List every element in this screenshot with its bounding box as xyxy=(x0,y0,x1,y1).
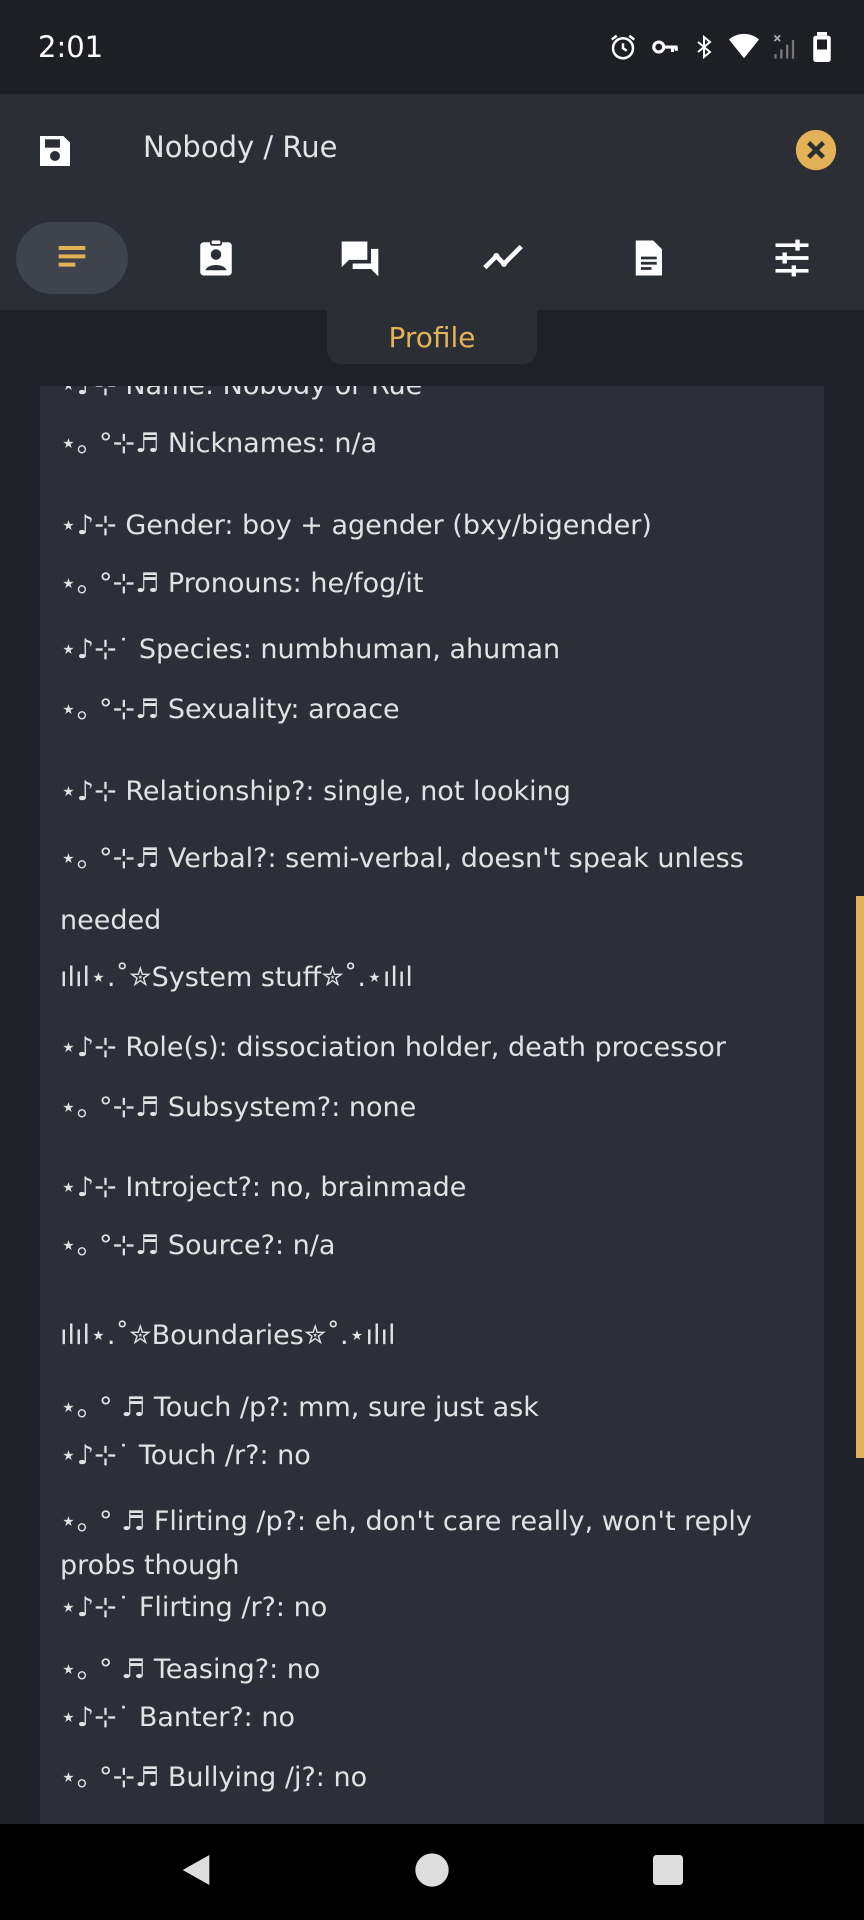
app-bar: Nobody / Rue xyxy=(0,94,864,206)
save-icon xyxy=(40,136,70,166)
status-bar: 2:01 xyxy=(0,0,864,94)
cell-signal-icon xyxy=(773,34,795,59)
save-button[interactable] xyxy=(30,126,80,176)
profile-line: ⋆♪⊹ Relationship?: single, not looking xyxy=(60,776,571,807)
home-button[interactable] xyxy=(412,1848,452,1897)
lines-icon xyxy=(58,246,86,267)
profile-line: ⋆♪⊹ Gender: boy + agender (bxy/bigender) xyxy=(60,510,652,541)
status-icons xyxy=(608,32,832,62)
profile-line: ⋆♪⊹ Name: Nobody or Rue xyxy=(60,386,804,408)
system-nav-bar xyxy=(0,1824,864,1920)
chat-icon xyxy=(341,241,379,277)
close-icon xyxy=(795,129,837,171)
key-icon xyxy=(652,40,678,54)
profile-line: ⋆♪⊹˙ Touch /r?: no xyxy=(60,1440,311,1471)
badge-icon xyxy=(200,238,232,276)
status-time: 2:01 xyxy=(38,30,104,64)
sliders-icon xyxy=(775,239,809,277)
chart-icon xyxy=(483,244,523,270)
tab-bar xyxy=(0,206,864,310)
profile-line: ⋆｡ °⊹♬ Bullying /j?: no xyxy=(60,1762,368,1793)
tab-members[interactable] xyxy=(160,222,272,294)
back-button[interactable] xyxy=(176,1848,216,1897)
profile-line: ⋆｡ °⊹♬ Sexuality: aroace xyxy=(60,694,400,725)
home-icon xyxy=(415,1853,449,1887)
wifi-icon xyxy=(729,33,759,59)
back-icon xyxy=(182,1855,210,1885)
scrollbar[interactable] xyxy=(856,896,864,1458)
active-tab-label: Profile xyxy=(327,310,537,364)
bluetooth-icon xyxy=(697,34,712,60)
profile-line: ⋆｡ °⊹♬ Verbal?: semi-verbal, doesn't spe… xyxy=(60,843,744,936)
tab-settings[interactable] xyxy=(736,222,848,294)
profile-line: ⋆｡ °⊹♬ Source?: n/a xyxy=(60,1230,336,1261)
tab-stats[interactable] xyxy=(448,222,560,294)
battery-icon xyxy=(813,32,831,62)
profile-line: ⋆♪⊹ Introject?: no, brainmade xyxy=(60,1172,467,1203)
profile-line: ⋆｡ °⊹♬ Pronouns: he/fog/it xyxy=(60,568,424,599)
tab-messages[interactable] xyxy=(304,222,416,294)
section-heading: ılıl⋆.˚✮System stuff✮˚.⋆ılıl xyxy=(60,962,413,993)
profile-line: ⋆｡ ° ♬ Flirting /p?: eh, don't care real… xyxy=(60,1506,752,1581)
profile-line: ⋆♪⊹˙ Banter?: no xyxy=(60,1702,295,1733)
profile-line: ⋆♪⊹ Role(s): dissociation holder, death … xyxy=(60,1032,726,1063)
profile-line: ⋆♪⊹˙ Species: numbhuman, ahuman xyxy=(60,634,561,665)
document-icon xyxy=(635,240,662,276)
profile-line: ⋆｡ °⊹♬ Nicknames: n/a xyxy=(60,428,378,459)
profile-line: ⋆♪⊹˙ Flirting /r?: no xyxy=(60,1592,328,1623)
profile-line: ⋆｡ °⊹♬ Subsystem?: none xyxy=(60,1092,417,1123)
recents-icon xyxy=(653,1855,683,1885)
profile-description[interactable]: ⋆♪⊹ Name: Nobody or Rue ⋆｡ °⊹♬ Nicknames… xyxy=(40,386,824,1824)
tab-notes[interactable] xyxy=(592,222,704,294)
close-button[interactable] xyxy=(794,128,838,172)
profile-line: ⋆｡ ° ♬ Touch /p?: mm, sure just ask xyxy=(60,1392,539,1423)
section-heading: ılıl⋆.˚✮Boundaries✮˚.⋆ılıl xyxy=(60,1320,396,1351)
tab-description[interactable] xyxy=(16,222,128,294)
page-title: Nobody / Rue xyxy=(143,130,338,164)
profile-line: ⋆｡ ° ♬ Teasing?: no xyxy=(60,1654,321,1685)
alarm-icon xyxy=(611,34,635,60)
recents-button[interactable] xyxy=(648,1848,688,1897)
